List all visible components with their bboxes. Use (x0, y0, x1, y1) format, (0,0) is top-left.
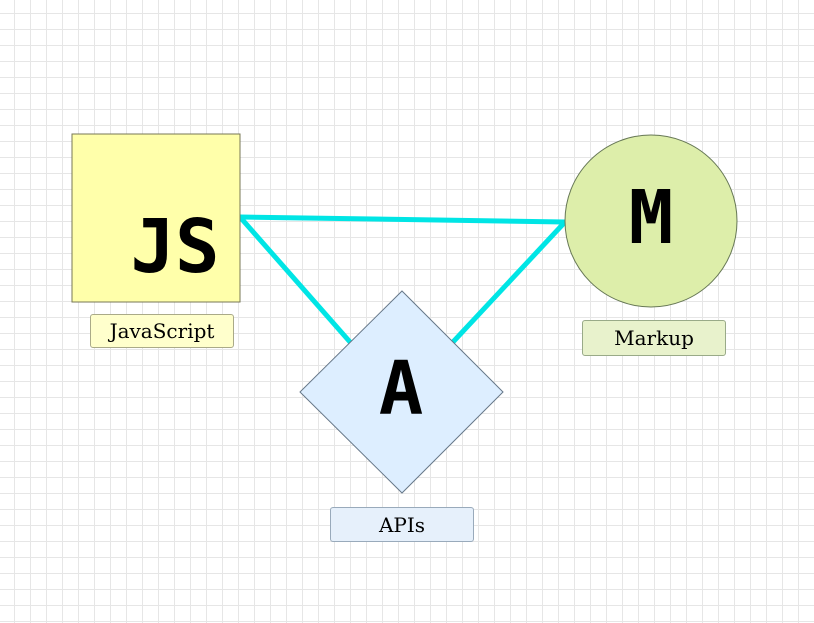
javascript-label[interactable]: JavaScript (90, 314, 234, 348)
apis-label[interactable]: APIs (330, 507, 474, 542)
javascript-glyph: JS (130, 204, 219, 290)
connector-js-markup[interactable] (237, 214, 568, 225)
markup-glyph: M (629, 175, 674, 261)
connector-js-apis[interactable] (237, 214, 353, 345)
apis-glyph: A (379, 346, 424, 432)
markup-label[interactable]: Markup (582, 320, 726, 356)
javascript-square-shape[interactable] (71, 133, 241, 303)
apis-diamond-shape[interactable] (299, 290, 504, 494)
markup-node[interactable]: M (564, 134, 738, 308)
connector-markup-apis[interactable] (450, 219, 568, 345)
javascript-node[interactable]: JS (71, 133, 241, 303)
markup-circle-shape[interactable] (564, 134, 738, 308)
apis-node[interactable]: A (299, 290, 504, 494)
